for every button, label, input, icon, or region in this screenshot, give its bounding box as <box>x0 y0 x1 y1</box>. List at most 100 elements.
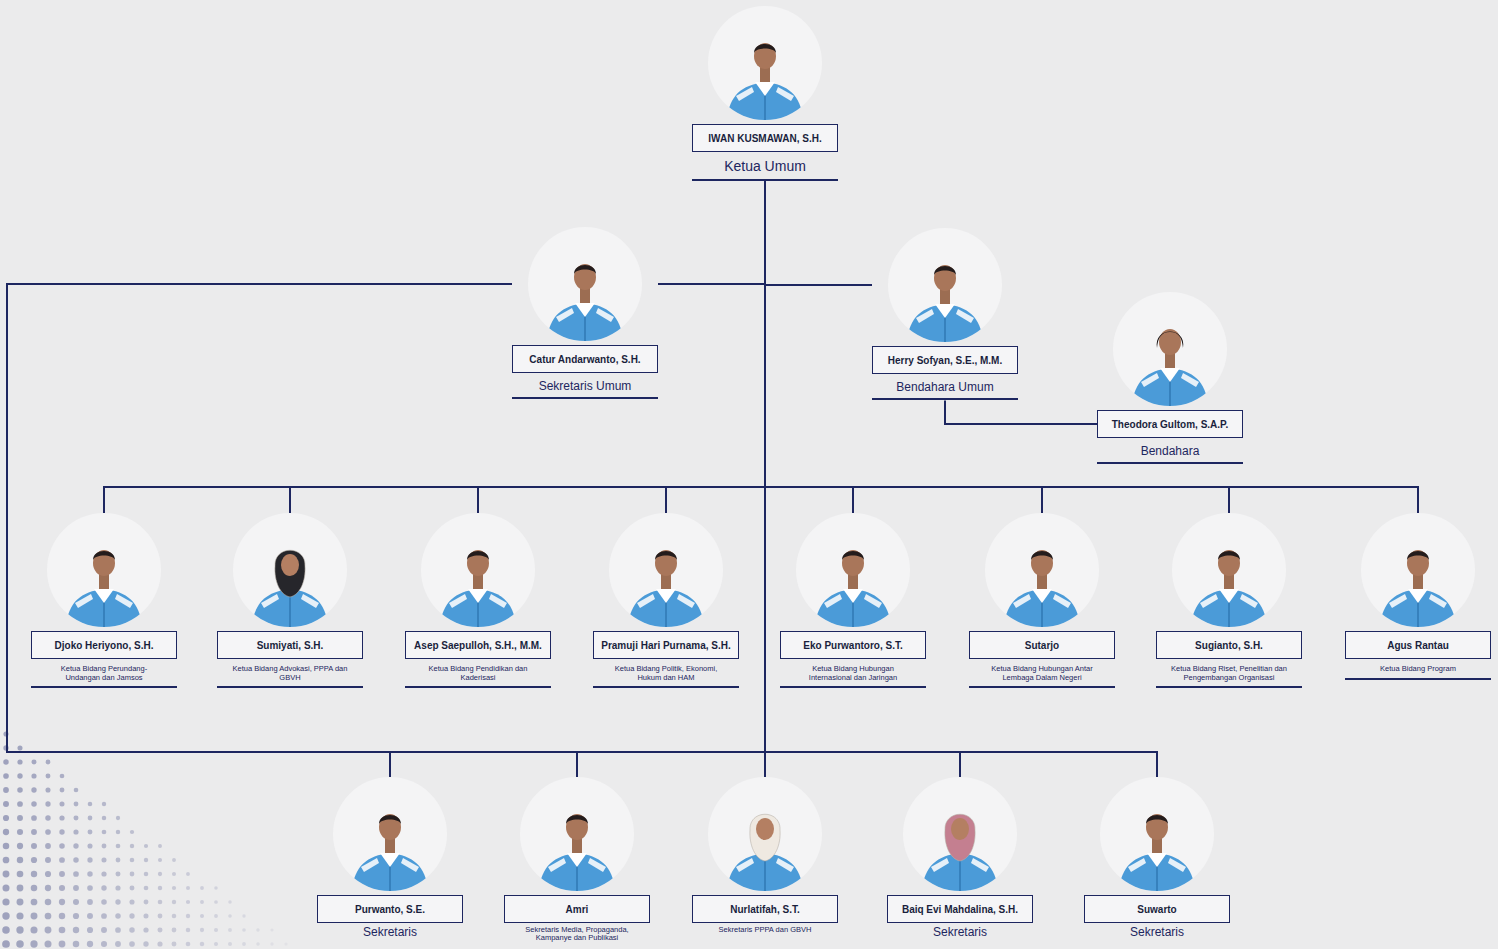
pattern-dot <box>59 871 65 877</box>
pattern-dot <box>130 886 135 891</box>
pattern-dot <box>3 843 10 850</box>
pattern-dot <box>3 857 10 864</box>
pattern-dot <box>115 885 120 890</box>
pattern-dot <box>31 857 37 863</box>
position-title: Ketua Bidang Riset, Penelitian dan Penge… <box>1156 665 1302 688</box>
pattern-dot <box>74 802 79 807</box>
pattern-dot <box>228 900 231 903</box>
person-node: Sugianto, S.H. Ketua Bidang Riset, Peneli… <box>1156 513 1302 688</box>
pattern-dot <box>3 773 9 779</box>
position-title: Ketua Bidang Politik, Ekonomi, Hukum dan… <box>593 665 739 688</box>
pattern-dot <box>101 857 106 862</box>
pattern-dot <box>16 926 23 933</box>
connector-line <box>104 181 765 513</box>
pattern-dot <box>17 787 23 793</box>
name-box: Eko Purwantoro, S.T. <box>780 631 926 659</box>
position-title: Ketua Bidang Hubungan Antar Lembaga Dala… <box>969 665 1115 688</box>
pattern-dot <box>116 844 121 849</box>
pattern-dot <box>158 844 162 848</box>
pattern-dot <box>17 801 23 807</box>
pattern-dot <box>130 872 135 877</box>
name-box: Sugianto, S.H. <box>1156 631 1302 659</box>
pattern-dot <box>17 899 24 906</box>
position-title: Ketua Bidang Hubungan Internasional dan … <box>780 665 926 688</box>
pattern-dot <box>256 942 260 946</box>
connector-line <box>945 400 1097 424</box>
pattern-dot <box>73 885 79 891</box>
pattern-dot <box>200 928 204 932</box>
pattern-dot <box>130 858 135 863</box>
pattern-dot <box>3 871 10 878</box>
name-box: Pramuji Hari Purnama, S.H. <box>593 631 739 659</box>
pattern-dot <box>45 787 50 792</box>
pattern-dot <box>59 829 64 834</box>
connector-line <box>765 181 1042 513</box>
pattern-dot <box>45 801 50 806</box>
pattern-dot <box>88 830 93 835</box>
pattern-dot <box>60 788 65 793</box>
pattern-dot <box>115 927 121 933</box>
name-box: Amri <box>504 895 650 923</box>
pattern-dot <box>31 885 38 892</box>
pattern-dot <box>172 872 176 876</box>
pattern-dot <box>102 844 107 849</box>
position-title: Sekretaris Media, Propaganda, Kampanye d… <box>504 926 650 943</box>
pattern-dot <box>74 816 79 821</box>
connector-line <box>658 181 765 284</box>
pattern-dot <box>144 858 148 862</box>
position-title: Bendahara Umum <box>872 380 1018 400</box>
pattern-dot <box>256 928 259 931</box>
pattern-dot <box>228 928 232 932</box>
pattern-dot <box>16 912 23 919</box>
connector-line <box>666 181 765 513</box>
portrait-photo <box>609 513 723 627</box>
pattern-dot <box>186 914 190 918</box>
pattern-dot <box>214 914 218 918</box>
connector-line <box>478 181 765 513</box>
pattern-dot <box>186 872 190 876</box>
person-name: Agus Rantau <box>1387 640 1449 651</box>
pattern-dot <box>102 830 107 835</box>
pattern-dot <box>172 900 176 904</box>
pattern-dot <box>59 913 65 919</box>
pattern-dot <box>172 914 177 919</box>
pattern-dot <box>73 829 78 834</box>
portrait-photo <box>708 6 822 120</box>
person-name: Djoko Heriyono, S.H. <box>55 640 154 651</box>
person-node: SuwartoSekretaris <box>1084 777 1230 939</box>
pattern-dot <box>87 899 93 905</box>
pattern-dot <box>242 928 246 932</box>
pattern-dot <box>87 871 92 876</box>
pattern-dot <box>17 759 22 764</box>
pattern-dot <box>45 843 51 849</box>
pattern-dot <box>228 942 232 946</box>
pattern-dot <box>129 899 134 904</box>
pattern-dot <box>30 926 37 933</box>
person-name: Asep Saepulloh, S.H., M.M. <box>414 640 542 651</box>
pattern-dot <box>3 787 9 793</box>
pattern-dot <box>59 899 65 905</box>
person-name: IWAN KUSMAWAN, S.H. <box>708 133 821 144</box>
connector-line <box>7 284 1157 777</box>
name-box: Catur Andarwanto, S.H. <box>512 345 658 373</box>
pattern-dot <box>186 900 190 904</box>
pattern-dot <box>31 899 38 906</box>
pattern-dot <box>59 885 65 891</box>
pattern-dot <box>73 899 79 905</box>
person-name: Catur Andarwanto, S.H. <box>529 354 640 365</box>
position-title: Sekretaris <box>887 926 1033 939</box>
pattern-dot <box>73 843 78 848</box>
pattern-dot <box>87 941 93 947</box>
portrait-photo <box>1100 777 1214 891</box>
pattern-dot <box>116 830 120 834</box>
pattern-dot <box>3 801 9 807</box>
pattern-dot <box>214 900 218 904</box>
pattern-dot <box>59 941 66 948</box>
pattern-dot <box>45 857 51 863</box>
person-node: Catur Andarwanto, S.H.Sekretaris Umum <box>512 227 658 399</box>
pattern-dot <box>31 843 37 849</box>
pattern-dot <box>101 941 107 947</box>
pattern-dot <box>17 871 24 878</box>
pattern-dot <box>46 774 51 779</box>
pattern-dot <box>45 815 50 820</box>
